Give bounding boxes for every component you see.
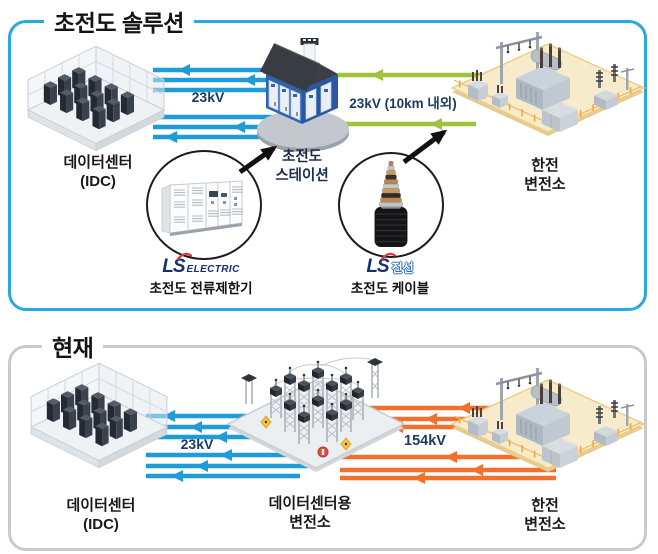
voltage-label-23kv-10km: 23kV (10km 내외) <box>349 96 457 111</box>
ls-brand-text: LS <box>366 256 389 277</box>
ls-cable-suffix: 전선 <box>391 261 414 275</box>
solution-panel <box>8 20 647 311</box>
datacenter-illustration-solution <box>20 46 172 168</box>
datacenter-substation-label: 데이터센터용 변전소 <box>268 495 352 532</box>
datacenter-illustration-current <box>23 363 175 485</box>
limiter-callout-circle <box>146 150 262 260</box>
voltage-label-23kv-solution: 23kV <box>191 89 225 105</box>
flow-arrows-23kv-grid-link <box>338 69 482 130</box>
station-label: 초전도 스테이션 <box>275 149 329 184</box>
current-panel <box>8 345 647 551</box>
ls-brand-text: LS <box>162 256 185 277</box>
voltage-label-23kv-current: 23kV <box>180 436 214 452</box>
ls-cable-logo: LS 전선 <box>338 252 442 278</box>
datacenter-label-solution: 데이터센터 (IDC) <box>63 154 133 191</box>
datacenter-label-current: 데이터센터 (IDC) <box>66 497 136 534</box>
solution-panel-title: 초전도 솔루션 <box>44 4 194 38</box>
voltage-label-154kv: 154kV <box>404 433 446 449</box>
current-panel-title: 현재 <box>42 329 104 363</box>
superconducting-cable-illustration <box>373 160 409 248</box>
ls-red-swoosh-icon <box>380 252 396 260</box>
grid-substation-illustration-current <box>450 366 646 474</box>
limiter-caption: 초전도 전류제한기 <box>149 281 253 296</box>
grid-substation-illustration-solution <box>450 30 646 138</box>
ls-electric-suffix: ELECTRIC <box>186 264 240 275</box>
cable-caption: 초전도 케이블 <box>350 281 430 296</box>
fault-current-limiter-illustration <box>154 169 254 241</box>
grid-substation-label-solution: 한전 변전소 <box>524 157 566 194</box>
grid-substation-label-current: 한전 변전소 <box>524 497 566 534</box>
datacenter-substation-illustration <box>226 350 406 500</box>
ls-electric-logo: LS ELECTRIC <box>142 252 260 278</box>
cable-callout-circle <box>338 152 444 258</box>
ls-red-swoosh-icon <box>176 252 192 260</box>
